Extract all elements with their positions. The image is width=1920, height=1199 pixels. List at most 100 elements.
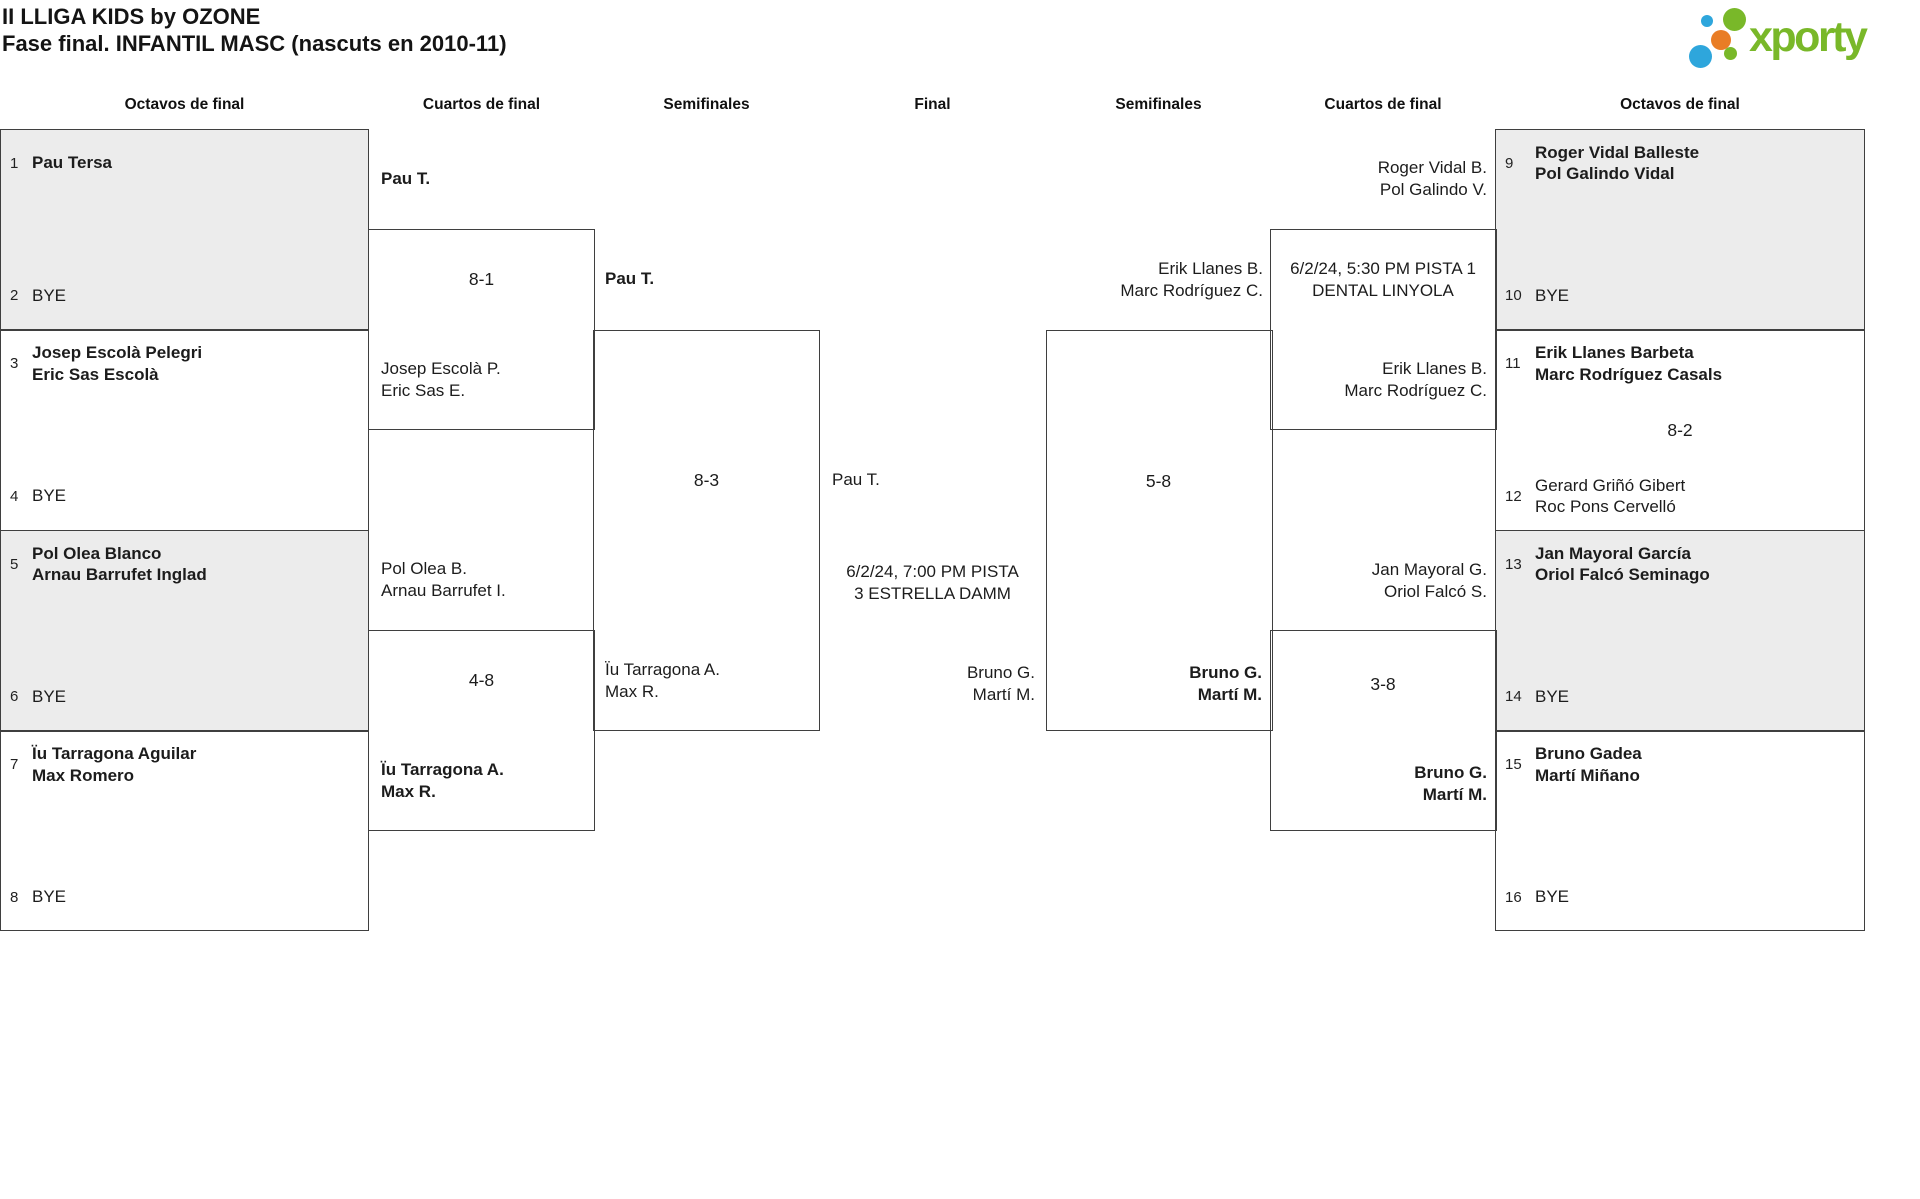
seed-slot-5: 5 Pol Olea Blanco Arnau Barrufet Inglad [0,542,369,586]
team-name-line: Oriol Falcó S. [1384,581,1487,601]
tournament-name: II LLIGA KIDS by OZONE [2,4,261,29]
cuartos-left2-team-top: Pol Olea B. Arnau Barrufet I. [381,558,506,601]
seed-number: 10 [1505,287,1522,304]
match-shade [1,530,368,730]
team-name-line: Gerard Griñó Gibert [1535,475,1686,495]
seed-slot-15: 15 Bruno Gadea Martí Miñano [1495,743,1865,787]
seed-slot-1: 1 Pau Tersa [0,141,369,185]
match-info-line: 6/2/24, 7:00 PM PISTA [846,562,1019,581]
team-name-line: Pol Galindo V. [1379,179,1487,199]
final-team-right: Bruno G. Martí M. [819,662,1035,705]
team-name-line: Martí M. [1422,784,1487,804]
semifinal-left-team-bottom: Ïu Tarragona A. Max R. [605,659,720,702]
match-shade [1496,130,1864,330]
team-name-line: Roger Vidal B. [1377,158,1487,177]
header-octavos-right: Octavos de final [1620,96,1740,113]
semifinal-right-score: 5-8 [1145,471,1172,491]
team-name: BYE [32,886,66,908]
team-name-line: Pau Tersa [32,153,113,173]
seed-number: 15 [1505,756,1522,773]
match-divider [1496,529,1864,531]
cuartos-right1-team-bottom: Erik Llanes B. Marc Rodríguez C. [1271,358,1487,401]
match-divider [1496,329,1864,331]
team-name: Ïu Tarragona Aguilar Max Romero [32,743,196,786]
cuartos-left-match2-box [367,630,595,831]
team-name: Pol Olea Blanco Arnau Barrufet Inglad [32,543,207,586]
team-name-line: Pol Olea B. [381,559,467,578]
match-divider [1496,730,1864,732]
team-name: Josep Escolà Pelegri Eric Sas Escolà [32,342,202,385]
seed-number: 14 [1505,688,1522,705]
team-name: BYE [32,285,66,307]
team-name-line: Ïu Tarragona Aguilar [32,744,197,763]
team-name-line: Marc Rodríguez C. [1120,280,1263,300]
team-name-line: BYE [1535,686,1570,706]
team-name-line: Marc Rodríguez Casals [1535,364,1723,384]
seed-number: 3 [10,355,19,372]
team-name: BYE [32,485,66,507]
team-name-line: Erik Llanes B. [1382,359,1487,378]
header-semis-right: Semifinales [1115,96,1202,113]
seed-slot-7: 7 Ïu Tarragona Aguilar Max Romero [0,743,369,787]
cuartos-right2-score: 3-8 [1370,674,1396,694]
final-match-info: 6/2/24, 7:00 PM PISTA 3 ESTRELLA DAMM [819,561,1046,605]
seed-number: 11 [1505,355,1521,372]
seed-number: 7 [10,756,19,773]
team-name-line: Arnau Barrufet I. [381,580,506,600]
team-name-line: Josep Escolà Pelegri [32,343,203,362]
team-name-line: Arnau Barrufet Inglad [32,565,207,584]
page-title: II LLIGA KIDS by OZONE Fase final. INFAN… [2,3,507,57]
team-name-line: BYE [32,285,67,305]
semifinal-right-team-bottom: Bruno G. Martí M. [1046,662,1262,705]
logo-wordmark: xporty [1749,13,1868,61]
cuartos-left1-team-top: Pau T. [381,169,431,188]
match-divider [1,529,368,531]
seed-slot-9: 9 Roger Vidal Balleste Pol Galindo Vidal [1495,141,1865,185]
team-name: BYE [1535,686,1569,708]
team-name: BYE [1535,285,1569,307]
team-name: Gerard Griñó Gibert Roc Pons Cervelló [1535,475,1685,518]
match-shade [1,130,368,330]
logo-dot-icon [1724,47,1737,60]
team-name-line: Martí M. [1197,684,1262,704]
seed-slot-10: 10 BYE [1495,274,1865,318]
cuartos-left2-team-bottom: Ïu Tarragona A. Max R. [381,759,504,802]
seed-number: 1 [10,154,19,172]
header-semis-left: Semifinales [663,96,750,113]
team-name-line: Roc Pons Cervelló [1535,497,1676,516]
team-name-line: Pol Olea Blanco [32,543,162,563]
team-name-line: Erik Llanes Barbeta [1535,343,1694,362]
final-team-left: Pau T. [832,470,880,489]
team-name: Erik Llanes Barbeta Marc Rodríguez Casal… [1535,342,1722,385]
team-name-line: BYE [32,686,67,706]
team-name-line: Jan Mayoral García [1535,543,1691,563]
phase-category: Fase final. INFANTIL MASC (nascuts en 20… [2,31,507,56]
match-shade [1496,530,1864,730]
cuartos-right-match2-box [1270,630,1497,831]
seed-slot-4: 4 BYE [0,474,369,518]
seed-slot-14: 14 BYE [1495,675,1865,719]
team-name-line: Eric Sas E. [381,380,466,400]
seed-slot-8: 8 BYE [0,875,369,919]
team-name-line: Ïu Tarragona A. [381,760,504,779]
seed-number: 5 [10,555,19,573]
logo-dot-icon [1701,15,1713,27]
team-name: Roger Vidal Balleste Pol Galindo Vidal [1535,142,1699,185]
seed-slot-2: 2 BYE [0,274,369,318]
seed-number: 6 [10,688,19,705]
logo-dot-icon [1711,30,1731,50]
seed-number: 13 [1505,555,1522,573]
team-name-line: Martí Miñano [1535,765,1640,785]
team-name-line: BYE [32,486,67,506]
seed-slot-12: 12 Gerard Griñó Gibert Roc Pons Cervelló [1495,474,1865,518]
header-octavos-left: Octavos de final [124,96,245,113]
seed-number: 9 [1505,154,1514,172]
match-divider [1,730,368,732]
logo-dot-icon [1723,8,1746,31]
semifinal-left-team-top: Pau T. [605,269,655,288]
semifinal-right-team-top: Erik Llanes B. Marc Rodríguez C. [1046,258,1263,301]
team-name-line: Marc Rodríguez C. [1344,380,1487,400]
team-name-line: Roger Vidal Balleste [1535,142,1700,162]
team-name-line: Max R. [381,781,436,801]
cuartos-left1-team-bottom: Josep Escolà P. Eric Sas E. [381,358,501,401]
